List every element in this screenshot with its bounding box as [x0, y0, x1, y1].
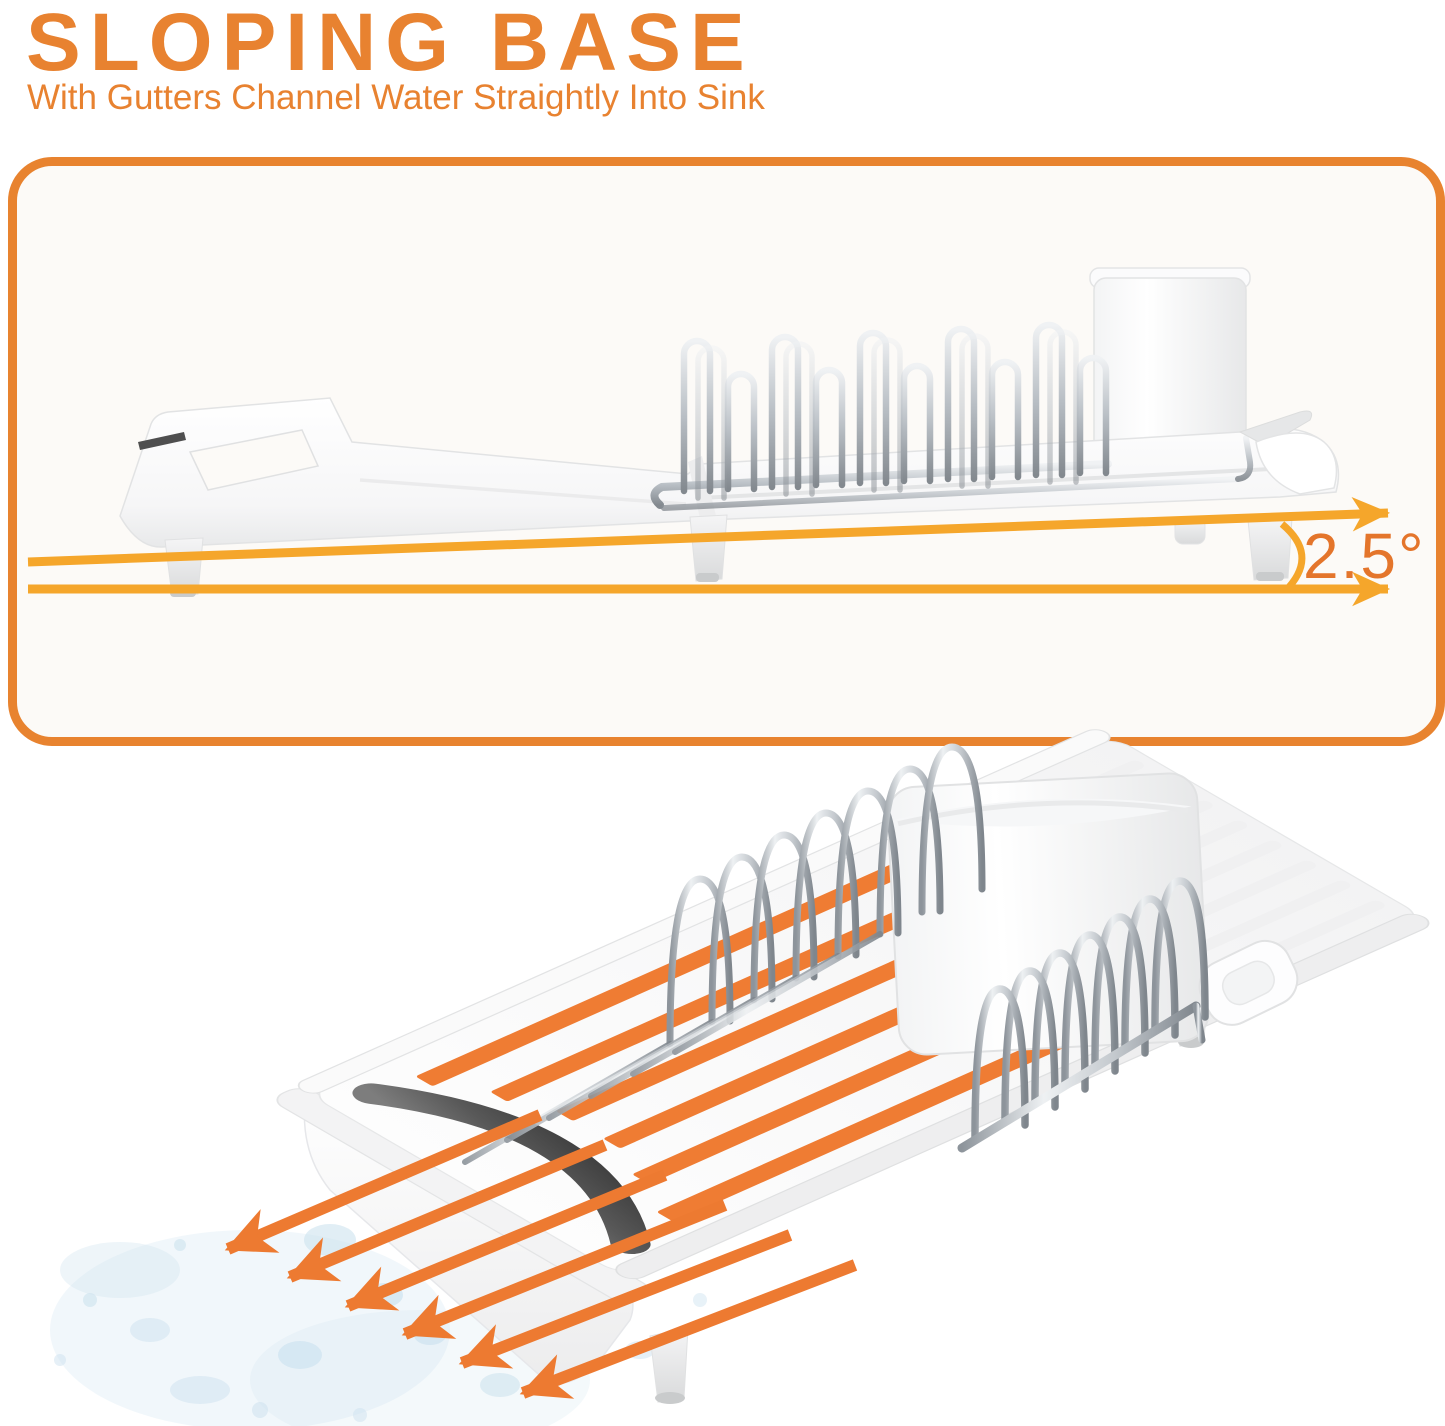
- angle-annotation: 2.5°: [27, 497, 1426, 607]
- right-handle-side: [1238, 410, 1313, 447]
- side-view-illustration: 2.5°: [27, 267, 1426, 607]
- plate-rack-wires-right: [957, 877, 1209, 1153]
- drain-groove: [359, 478, 687, 506]
- page-subtitle: With Gutters Channel Water Straightly In…: [27, 78, 765, 117]
- flow-arrow: [344, 1169, 668, 1312]
- angle-value-label: 2.5°: [1303, 520, 1426, 592]
- flow-arrow: [224, 1109, 543, 1255]
- perspective-view-illustration: [50, 729, 1430, 1426]
- flow-arrow: [286, 1139, 608, 1283]
- utensil-cup-side: [1089, 267, 1251, 479]
- angle-arc-icon: [1279, 521, 1306, 590]
- drain-groove: [699, 464, 1331, 500]
- sink-edge-grip-side: [138, 432, 186, 450]
- flow-arrows: [224, 1109, 858, 1399]
- sloped-base-arrow: [27, 497, 1391, 567]
- plate-rack-wires-side: [650, 321, 1254, 511]
- right-handle-perspective: [1198, 939, 1299, 1026]
- flow-arrow: [458, 1229, 793, 1369]
- sink-edge-grip: [352, 1083, 651, 1255]
- flow-arrow: [401, 1199, 728, 1340]
- flow-arrow: [519, 1259, 858, 1399]
- right-cap-side: [1255, 432, 1338, 495]
- gold-angle-arrows: [27, 497, 1391, 607]
- page-title: SLOPING BASE: [26, 0, 754, 88]
- handle-cutout-side: [188, 429, 320, 491]
